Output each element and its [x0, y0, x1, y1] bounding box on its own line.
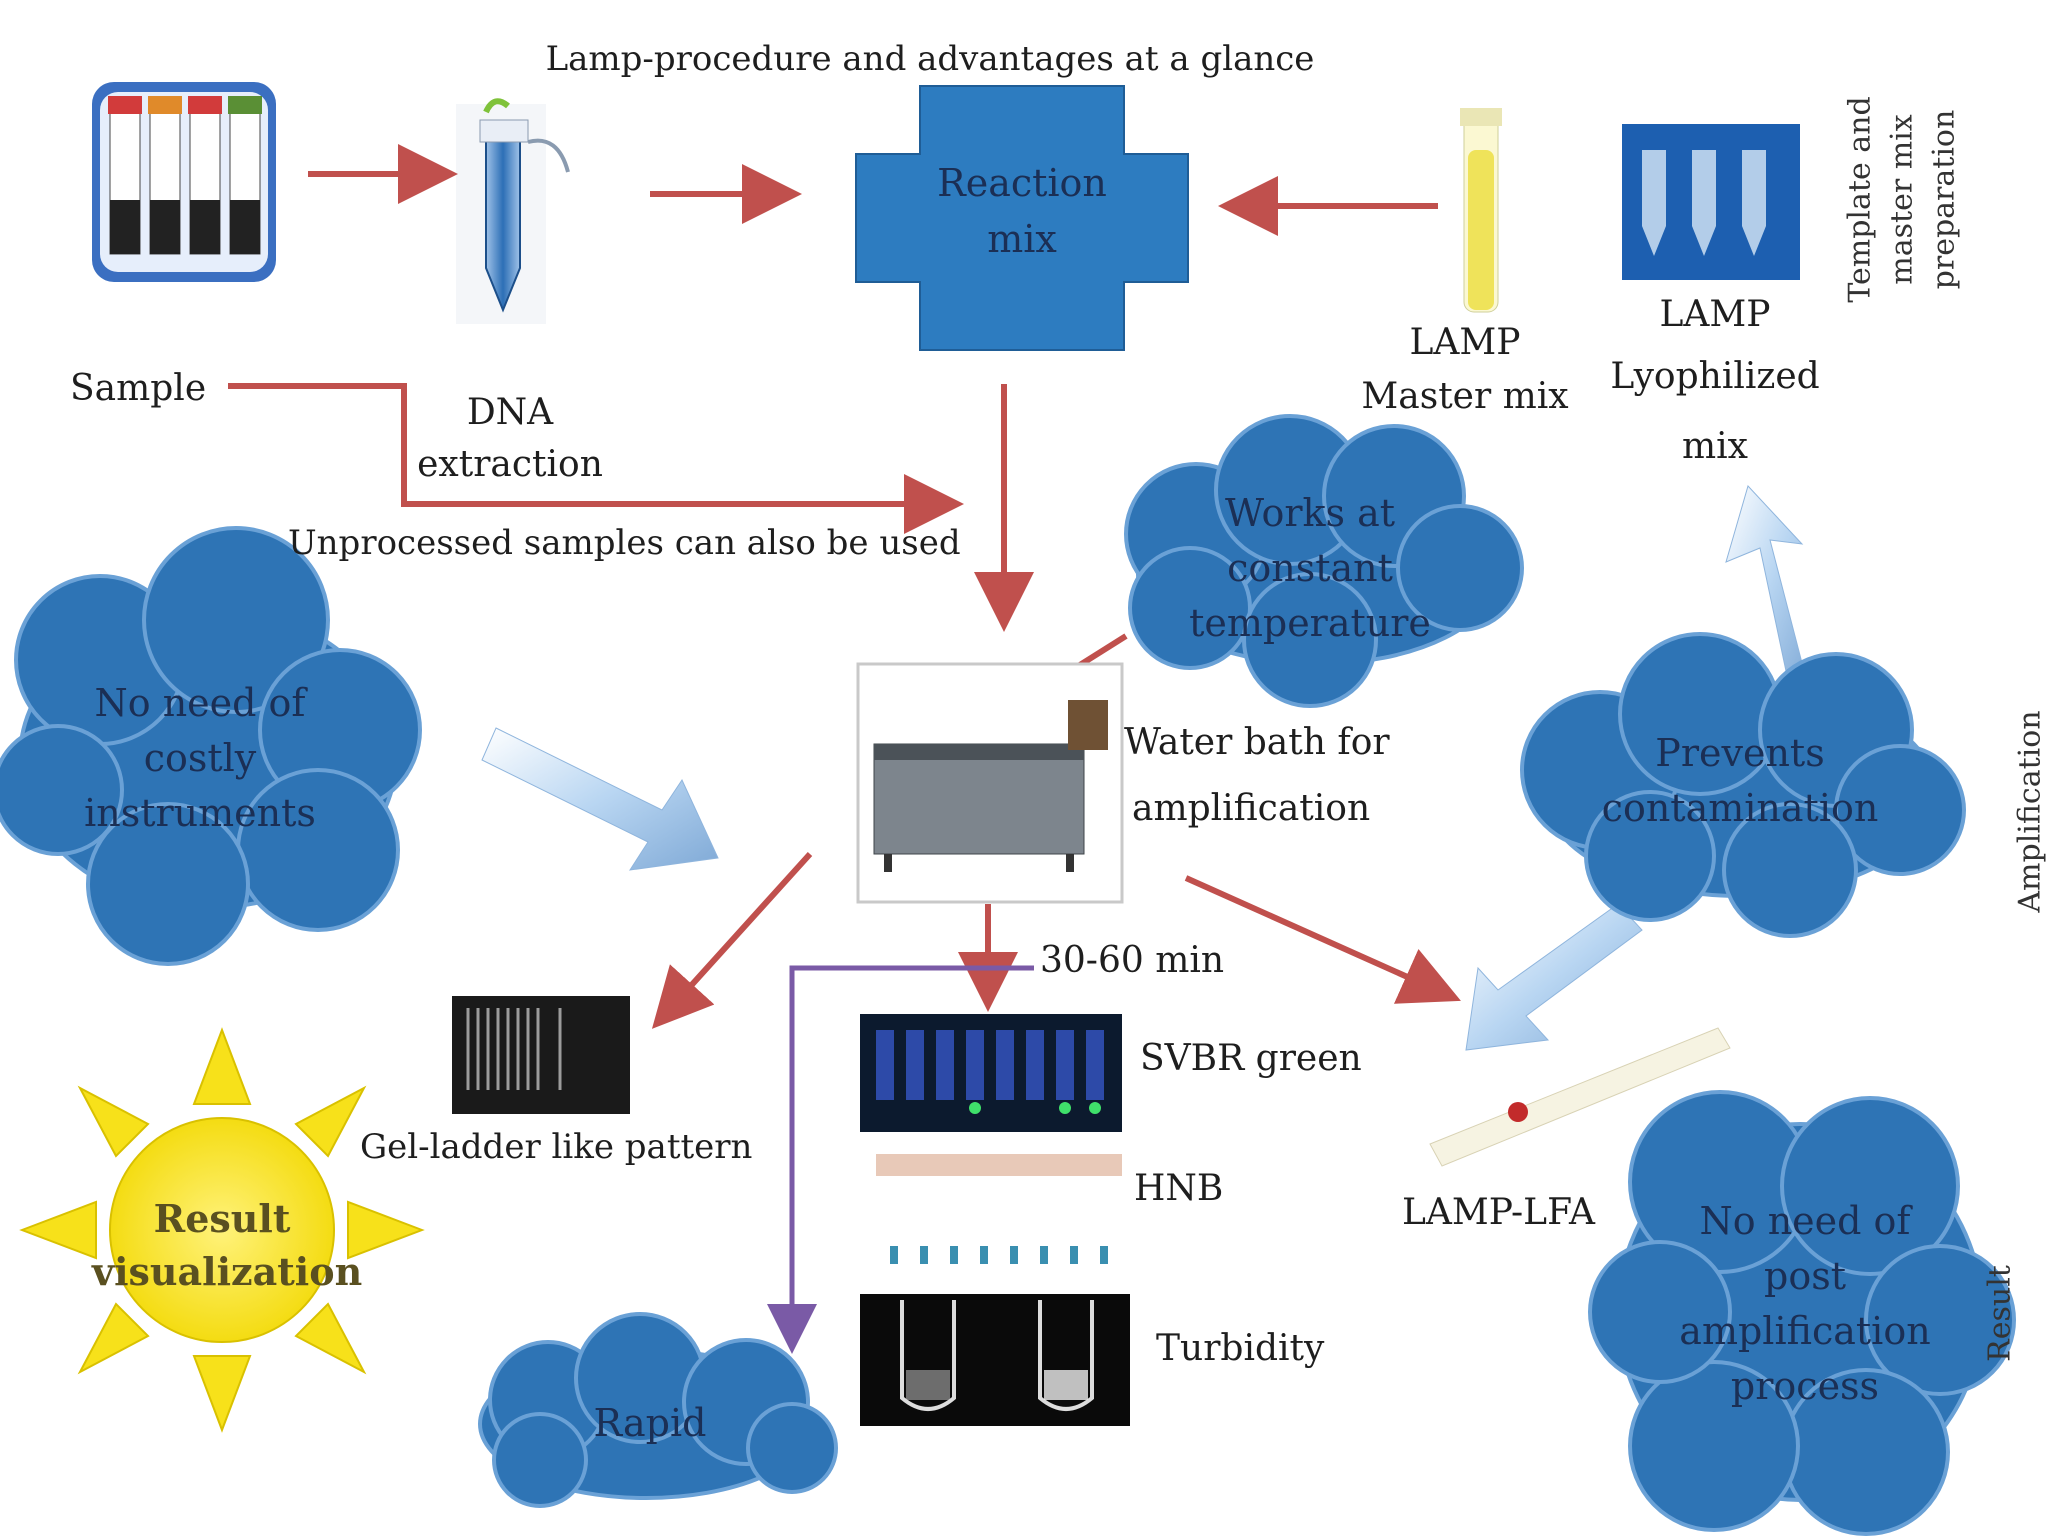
label-dna-extraction-2: extraction	[417, 444, 603, 485]
label-lyophilized-2: Lyophilized	[1610, 356, 1820, 397]
arrow-to-gel	[651, 851, 813, 1029]
cloud-post-amplification	[1588, 1090, 2016, 1536]
label-master-mix-1: LAMP	[1409, 322, 1521, 363]
label-time: 30-60 min	[1040, 940, 1225, 981]
label-sample: Sample	[70, 368, 207, 409]
cloud-line: temperature	[1189, 601, 1431, 646]
cloud-post-amplification-text: No need of post amplification process	[1660, 1194, 1950, 1414]
cloud-costly-instruments	[0, 526, 422, 966]
cloud-prevents-contamination-text: Prevents contamination	[1580, 726, 1900, 836]
sample-tubes-image	[92, 82, 276, 282]
page-title: Lamp-procedure and advantages at a glanc…	[545, 39, 1315, 79]
cloud-line: contamination	[1601, 786, 1879, 831]
water-bath-image	[856, 662, 1124, 904]
sun-line: Result	[153, 1196, 291, 1241]
cloud-line: process	[1730, 1364, 1880, 1409]
sun-result-visualization	[19, 1027, 425, 1433]
side-label-template-1: Template and	[1842, 96, 1878, 303]
side-label-template-2: master mix	[1884, 114, 1920, 285]
label-reaction-mix-1: Reaction	[937, 161, 1107, 205]
turbidity-image	[860, 1294, 1130, 1426]
lamp-lfa-strip-image	[1429, 1027, 1731, 1167]
cloud-line: Rapid	[593, 1401, 707, 1445]
label-dna-extraction-1: DNA	[466, 392, 554, 433]
sun-line: visualization	[92, 1249, 363, 1295]
cloud-line: amplification	[1679, 1309, 1931, 1354]
label-turbidity: Turbidity	[1156, 1328, 1325, 1369]
cloud-rapid-text: Rapid	[540, 1396, 760, 1451]
label-water-bath-2: amplification	[1132, 788, 1371, 829]
label-water-bath-1: Water bath for	[1124, 722, 1390, 763]
hnb-image	[876, 1154, 1122, 1264]
big-arrow-contamination-down	[1465, 903, 1643, 1051]
arrow-to-lfa	[1184, 875, 1461, 1004]
cloud-rapid	[478, 1312, 838, 1508]
cloud-line: No need of	[94, 681, 306, 725]
side-label-result: Result	[1982, 1265, 2018, 1362]
master-mix-tube-image	[1460, 108, 1502, 313]
arrow-to-rapid	[767, 965, 1034, 1354]
label-unprocessed-samples: Unprocessed samples can also be used	[288, 523, 961, 563]
dna-extraction-tube-image	[456, 98, 570, 324]
lyophilized-mix-image	[1622, 124, 1800, 280]
big-arrow-costly	[481, 727, 719, 871]
label-svbr-green: SVBR green	[1140, 1038, 1362, 1079]
label-lyophilized-1: LAMP	[1659, 294, 1771, 335]
cloud-line: constant	[1227, 546, 1393, 591]
cloud-line: costly	[143, 736, 257, 781]
label-lamp-lfa: LAMP-LFA	[1402, 1192, 1595, 1233]
cloud-line: No need of	[1699, 1199, 1911, 1243]
process-arrows	[228, 144, 1461, 1029]
cloud-line: post	[1764, 1254, 1846, 1299]
cloud-prevents-contamination	[1520, 632, 1966, 938]
cloud-line: Works at	[1224, 491, 1396, 535]
label-reaction-mix-2: mix	[987, 217, 1057, 261]
gel-ladder-image	[452, 996, 630, 1114]
cloud-constant-temperature-text: Works at constant temperature	[1150, 486, 1470, 651]
cloud-costly-instruments-text: No need of costly instruments	[50, 676, 350, 841]
label-lyophilized-3: mix	[1682, 426, 1748, 467]
arrow-unprocessed-sample	[228, 383, 964, 534]
label-master-mix-2: Master mix	[1361, 376, 1569, 417]
sun-text: Result visualization	[92, 1192, 363, 1298]
side-label-template-3: preparation	[1926, 109, 1962, 290]
label-hnb: HNB	[1134, 1168, 1224, 1209]
svbr-green-image	[860, 1014, 1122, 1132]
reaction-mix-box	[855, 85, 1189, 351]
label-gel-ladder: Gel-ladder like pattern	[360, 1127, 753, 1167]
cloud-line: Prevents	[1655, 731, 1825, 775]
side-label-amplification: Amplification	[2012, 710, 2048, 913]
cloud-line: instruments	[84, 791, 316, 836]
cloud-constant-temperature	[1124, 414, 1524, 708]
